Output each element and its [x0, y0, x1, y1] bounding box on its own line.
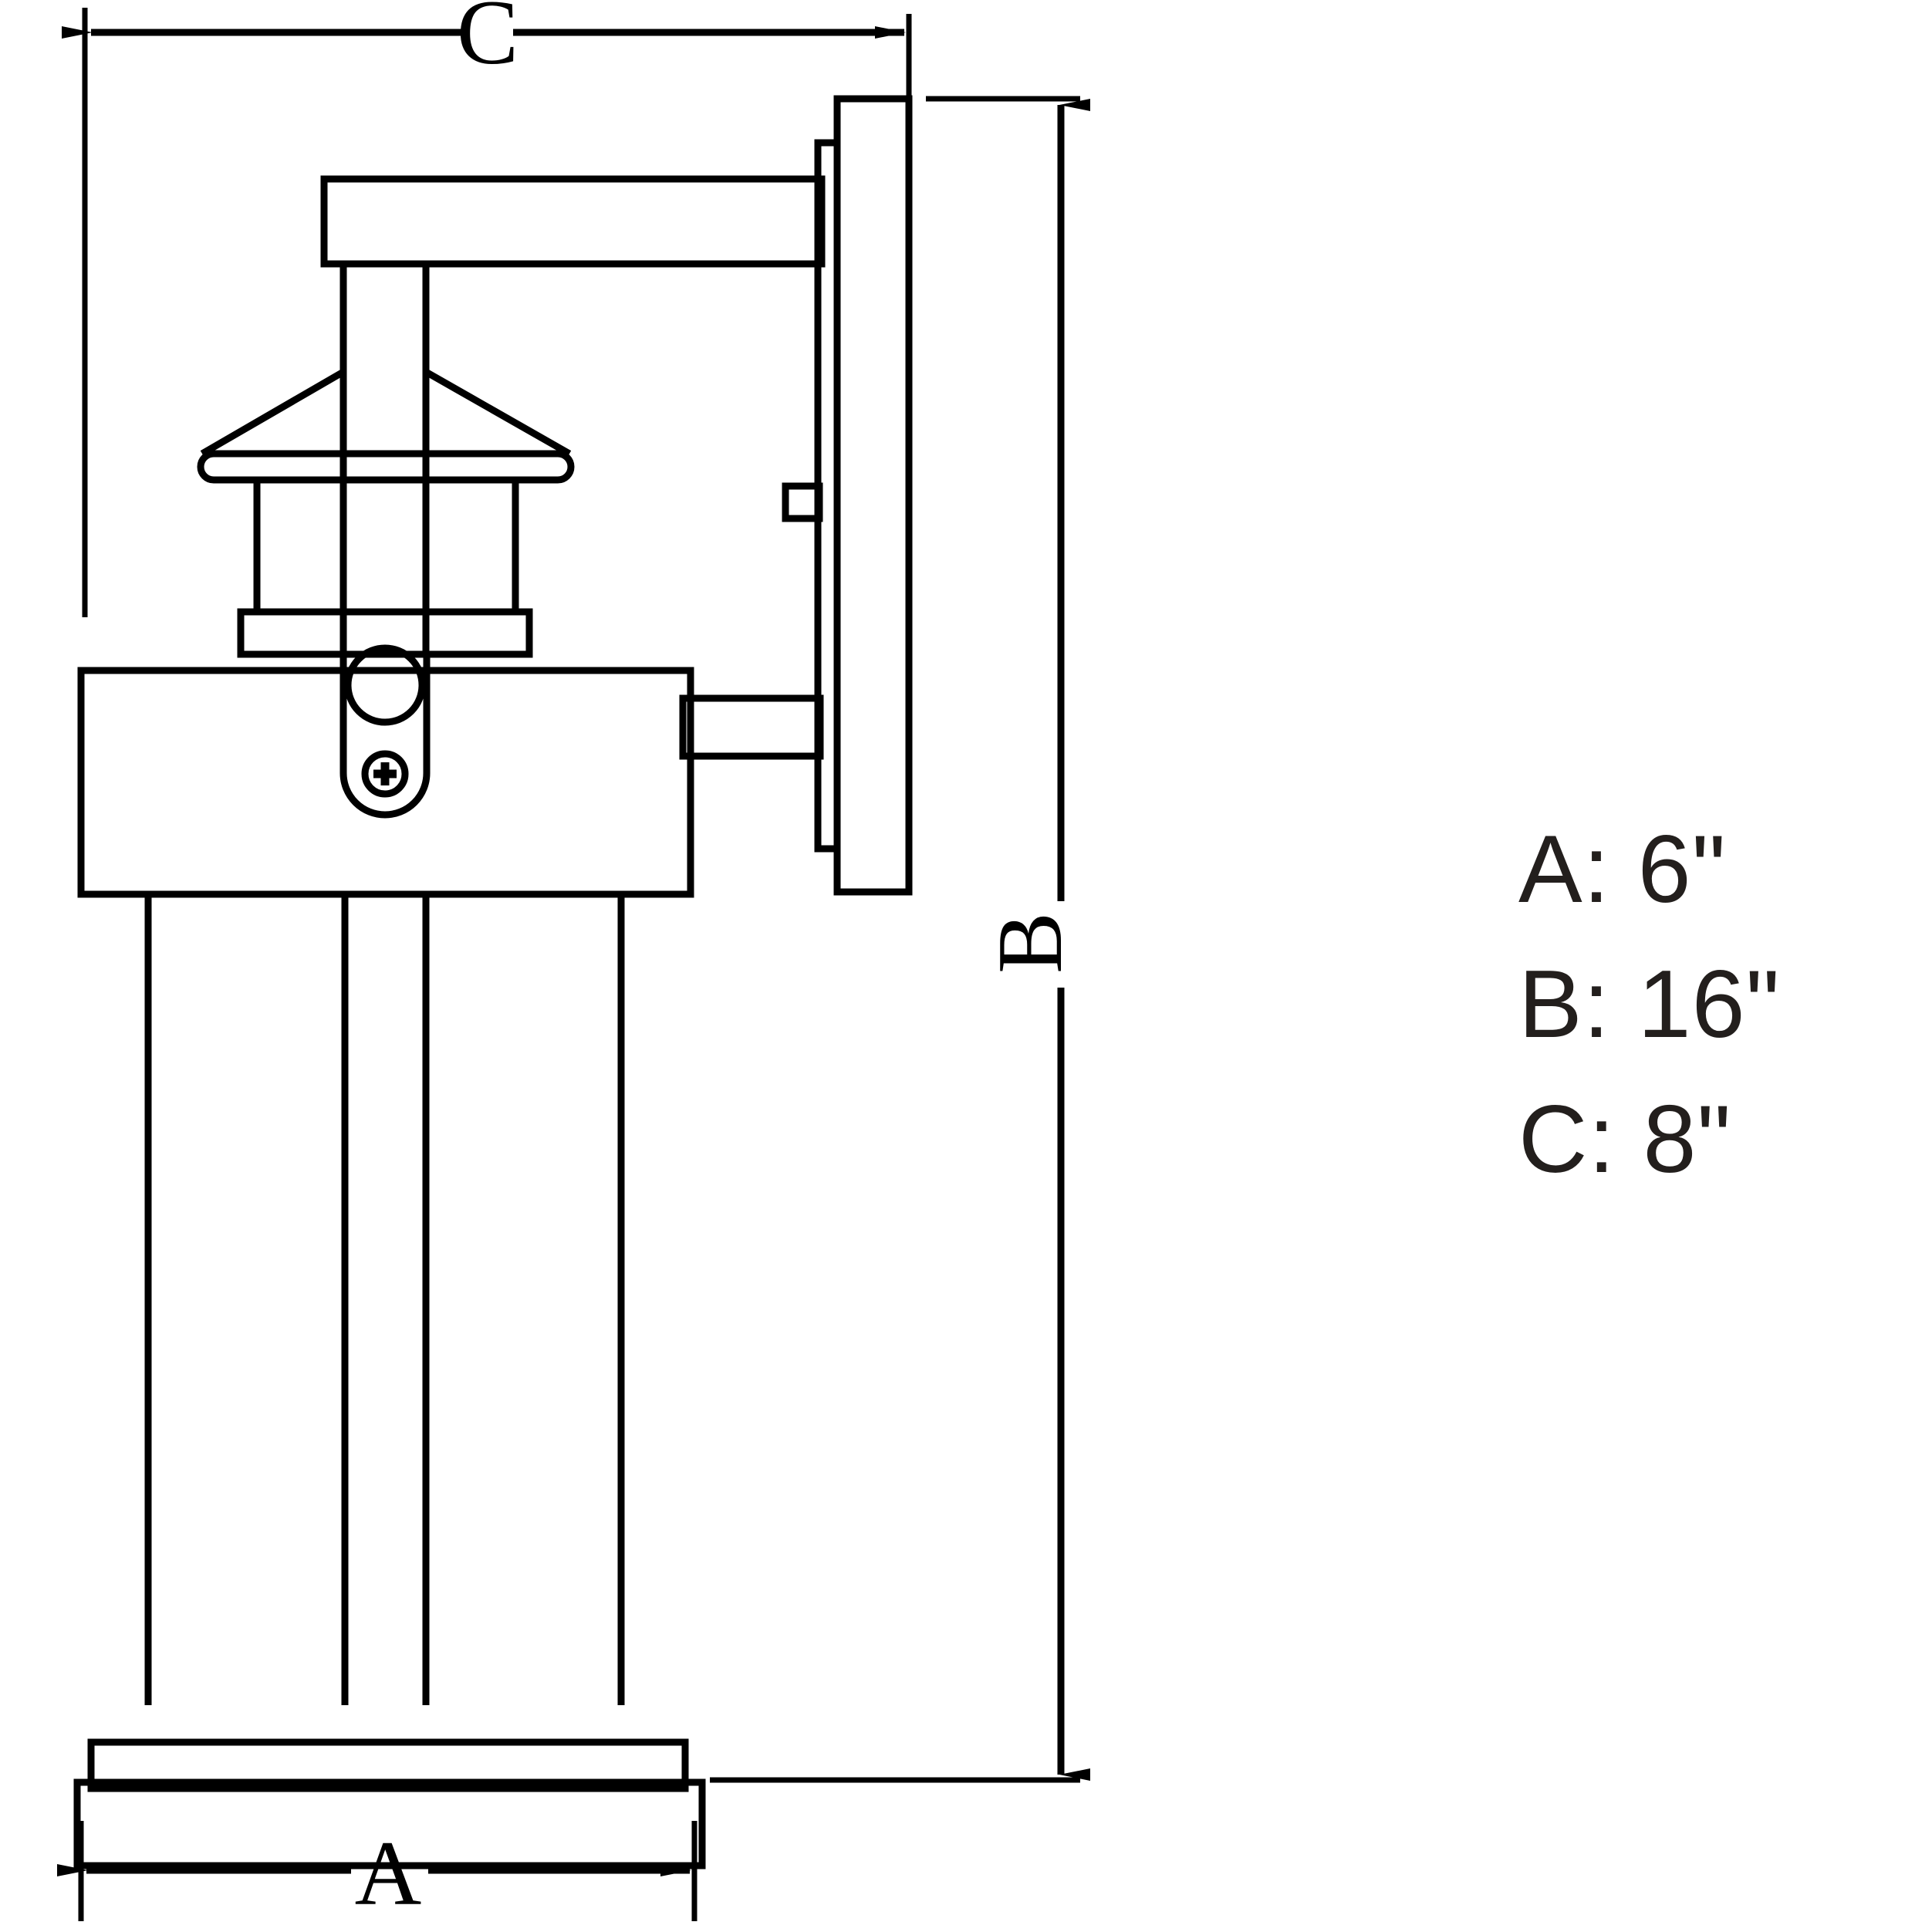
- backplate-mounting-tab: [782, 482, 823, 522]
- lower-mounting-rod: [679, 694, 824, 760]
- dimension-legend: A: 6" B: 16" C: 8": [1518, 802, 1889, 1208]
- adjuster-knob-circle: [344, 644, 426, 726]
- base-upper-tier: [87, 1738, 689, 1792]
- roof-brim: [197, 450, 575, 484]
- base-lower-tier: [73, 1778, 706, 1870]
- fixture-outline: [73, 95, 913, 1870]
- roof-cap-left-slope: [200, 369, 346, 457]
- lamp-housing-box: [77, 667, 694, 898]
- dimension-a-group: A: [57, 1821, 697, 1924]
- dimension-label-c: C: [457, 0, 518, 83]
- dimension-label-a: A: [355, 1822, 422, 1924]
- legend-row-a: A: 6": [1518, 816, 1727, 923]
- roof-cap-right-slope: [424, 369, 572, 457]
- legend-row-b: B: 16": [1518, 951, 1781, 1058]
- dimension-c-group: C: [62, 0, 912, 617]
- legend-row-c: C: 8": [1518, 1086, 1732, 1193]
- upper-support-arm: [320, 175, 826, 268]
- wall-backplate-outer: [833, 95, 913, 896]
- dimension-b-group: B: [710, 96, 1090, 1783]
- dimension-label-b: B: [978, 912, 1081, 974]
- front-switch-bar: [339, 652, 431, 819]
- lamp-collar-flange: [237, 608, 533, 658]
- phillips-screw-outer: [361, 750, 409, 798]
